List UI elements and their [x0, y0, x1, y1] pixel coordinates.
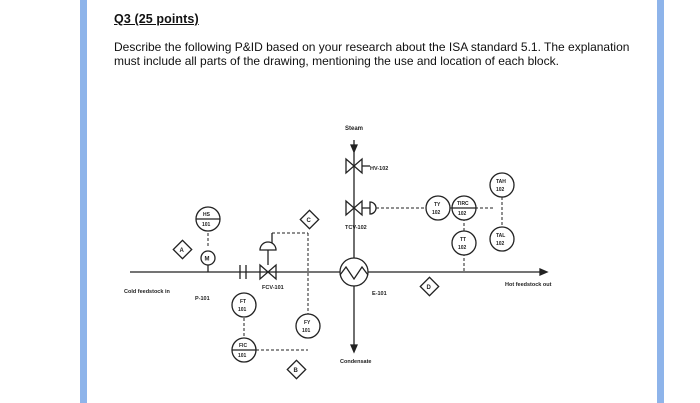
fcv-actuator	[259, 241, 277, 251]
e101-tag: E-101	[372, 291, 387, 297]
question-body: Describe the following P&ID based on you…	[114, 40, 630, 68]
tcv-tag: TCV-102	[345, 225, 367, 231]
motor-label: M	[205, 257, 210, 263]
left-margin-bar	[0, 0, 87, 403]
fcv-tag: FCV-101	[262, 285, 284, 291]
process-arrow	[539, 268, 549, 276]
condensate-arrow	[350, 344, 358, 354]
condensate-label: Condensate	[340, 359, 371, 365]
left-accent-stripe	[80, 0, 87, 403]
tah-letters: TAH	[496, 179, 506, 185]
marker-d	[419, 276, 440, 297]
marker-a	[172, 239, 193, 260]
pump-tag: P-101	[195, 296, 210, 302]
marker-d-label: D	[427, 285, 432, 291]
fcv-valve-body	[259, 263, 277, 281]
tcv-valve-body	[345, 199, 363, 217]
tal-number: 102	[496, 241, 505, 247]
ty-bubble	[425, 195, 451, 221]
hv-valve-body	[345, 157, 363, 175]
tirc-number: 102	[458, 211, 467, 217]
fic-letters: FIC	[239, 343, 247, 349]
cold-feed-label: Cold feedstock in	[124, 289, 170, 295]
ft-number: 101	[238, 307, 247, 313]
marker-c	[299, 209, 320, 230]
ty-number: 102	[432, 210, 441, 216]
heat-exchanger-coil	[339, 265, 369, 281]
ty-letters: TY	[434, 202, 441, 208]
hv-tag: HV-102	[370, 166, 388, 172]
tt-bubble	[451, 230, 477, 256]
heat-exchanger	[339, 257, 369, 287]
tirc-letters: TIRC	[457, 201, 469, 207]
tal-bubble	[489, 226, 515, 252]
pid-diagram: Steam HV-102 TCV-102 FCV-101 E-101 P-101…	[124, 126, 552, 380]
steam-arrow	[350, 144, 358, 154]
right-margin-bar	[652, 0, 700, 403]
hot-feed-label: Hot feedstock out	[505, 282, 552, 288]
tt-letters: TT	[460, 237, 466, 243]
tal-letters: TAL	[496, 233, 505, 239]
fy-number: 101	[302, 328, 311, 334]
tcv-actuator	[362, 201, 377, 215]
marker-b-label: B	[294, 368, 299, 374]
question-title: Q3 (25 points)	[114, 12, 199, 26]
tah-number: 102	[496, 187, 505, 193]
marker-b	[286, 359, 307, 380]
ft-letters: FT	[240, 299, 246, 305]
steam-label: Steam	[345, 126, 363, 132]
tah-bubble	[489, 172, 515, 198]
fy-letters: FY	[304, 320, 311, 326]
marker-c-label: C	[307, 218, 312, 224]
fic-number: 101	[238, 353, 247, 359]
tt-number: 102	[458, 245, 467, 251]
marker-a-label: A	[180, 248, 185, 254]
fy-bubble	[295, 313, 321, 339]
ft-bubble	[231, 292, 257, 318]
hs-letters: HS	[203, 212, 211, 218]
hs-number: 101	[202, 222, 211, 228]
right-accent-stripe	[657, 0, 664, 403]
